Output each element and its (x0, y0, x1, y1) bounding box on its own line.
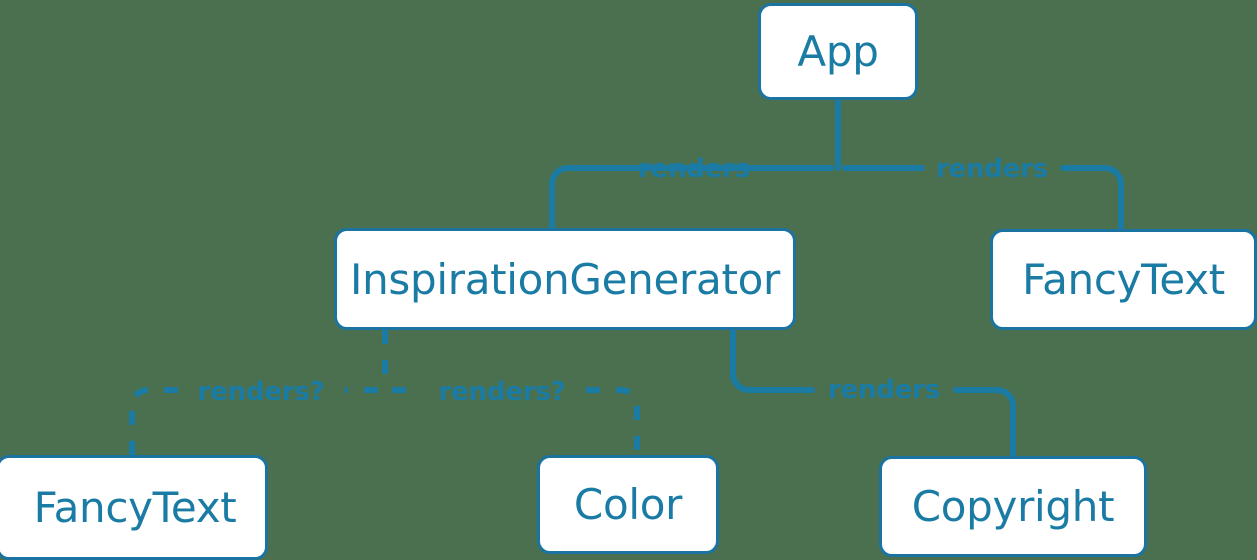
node-fancytext-bottom[interactable]: FancyText (0, 455, 268, 560)
edge-label-app-to-inspirationgenerator: renders (637, 154, 751, 184)
edge-inspirationgenerator-to-copyright-b (953, 387, 1016, 459)
edge-app-to-fancytext-right-b (1060, 165, 1124, 232)
node-copyright-label: Copyright (911, 482, 1115, 531)
node-app[interactable]: App (758, 3, 918, 100)
node-copyright[interactable]: Copyright (879, 456, 1147, 557)
node-inspirationgenerator-label: InspirationGenerator (350, 254, 780, 304)
node-fancytext-bottom-label: FancyText (33, 483, 237, 532)
edge-label-inspirationgenerator-to-fancytext: renders? (197, 377, 325, 407)
edge-label-app-to-fancytext: renders (935, 154, 1049, 184)
node-color-label: Color (573, 480, 683, 529)
edge-inspirationgenerator-to-color-b (586, 387, 640, 455)
node-inspirationgenerator[interactable]: InspirationGenerator (334, 228, 796, 330)
node-app-label: App (797, 27, 879, 76)
node-color[interactable]: Color (537, 455, 719, 554)
node-fancytext-right-label: FancyText (1022, 255, 1225, 304)
node-fancytext-right[interactable]: FancyText (990, 229, 1257, 330)
edge-inspirationgenerator-to-copyright-a (730, 327, 815, 393)
edge-label-inspirationgenerator-to-copyright: renders (827, 375, 941, 405)
edge-app-to-inspirationgenerator-corner (549, 165, 768, 231)
edge-label-inspirationgenerator-to-color: renders? (438, 377, 566, 407)
edge-inspirationgenerator-to-fancytext-bottom-b (129, 387, 178, 455)
